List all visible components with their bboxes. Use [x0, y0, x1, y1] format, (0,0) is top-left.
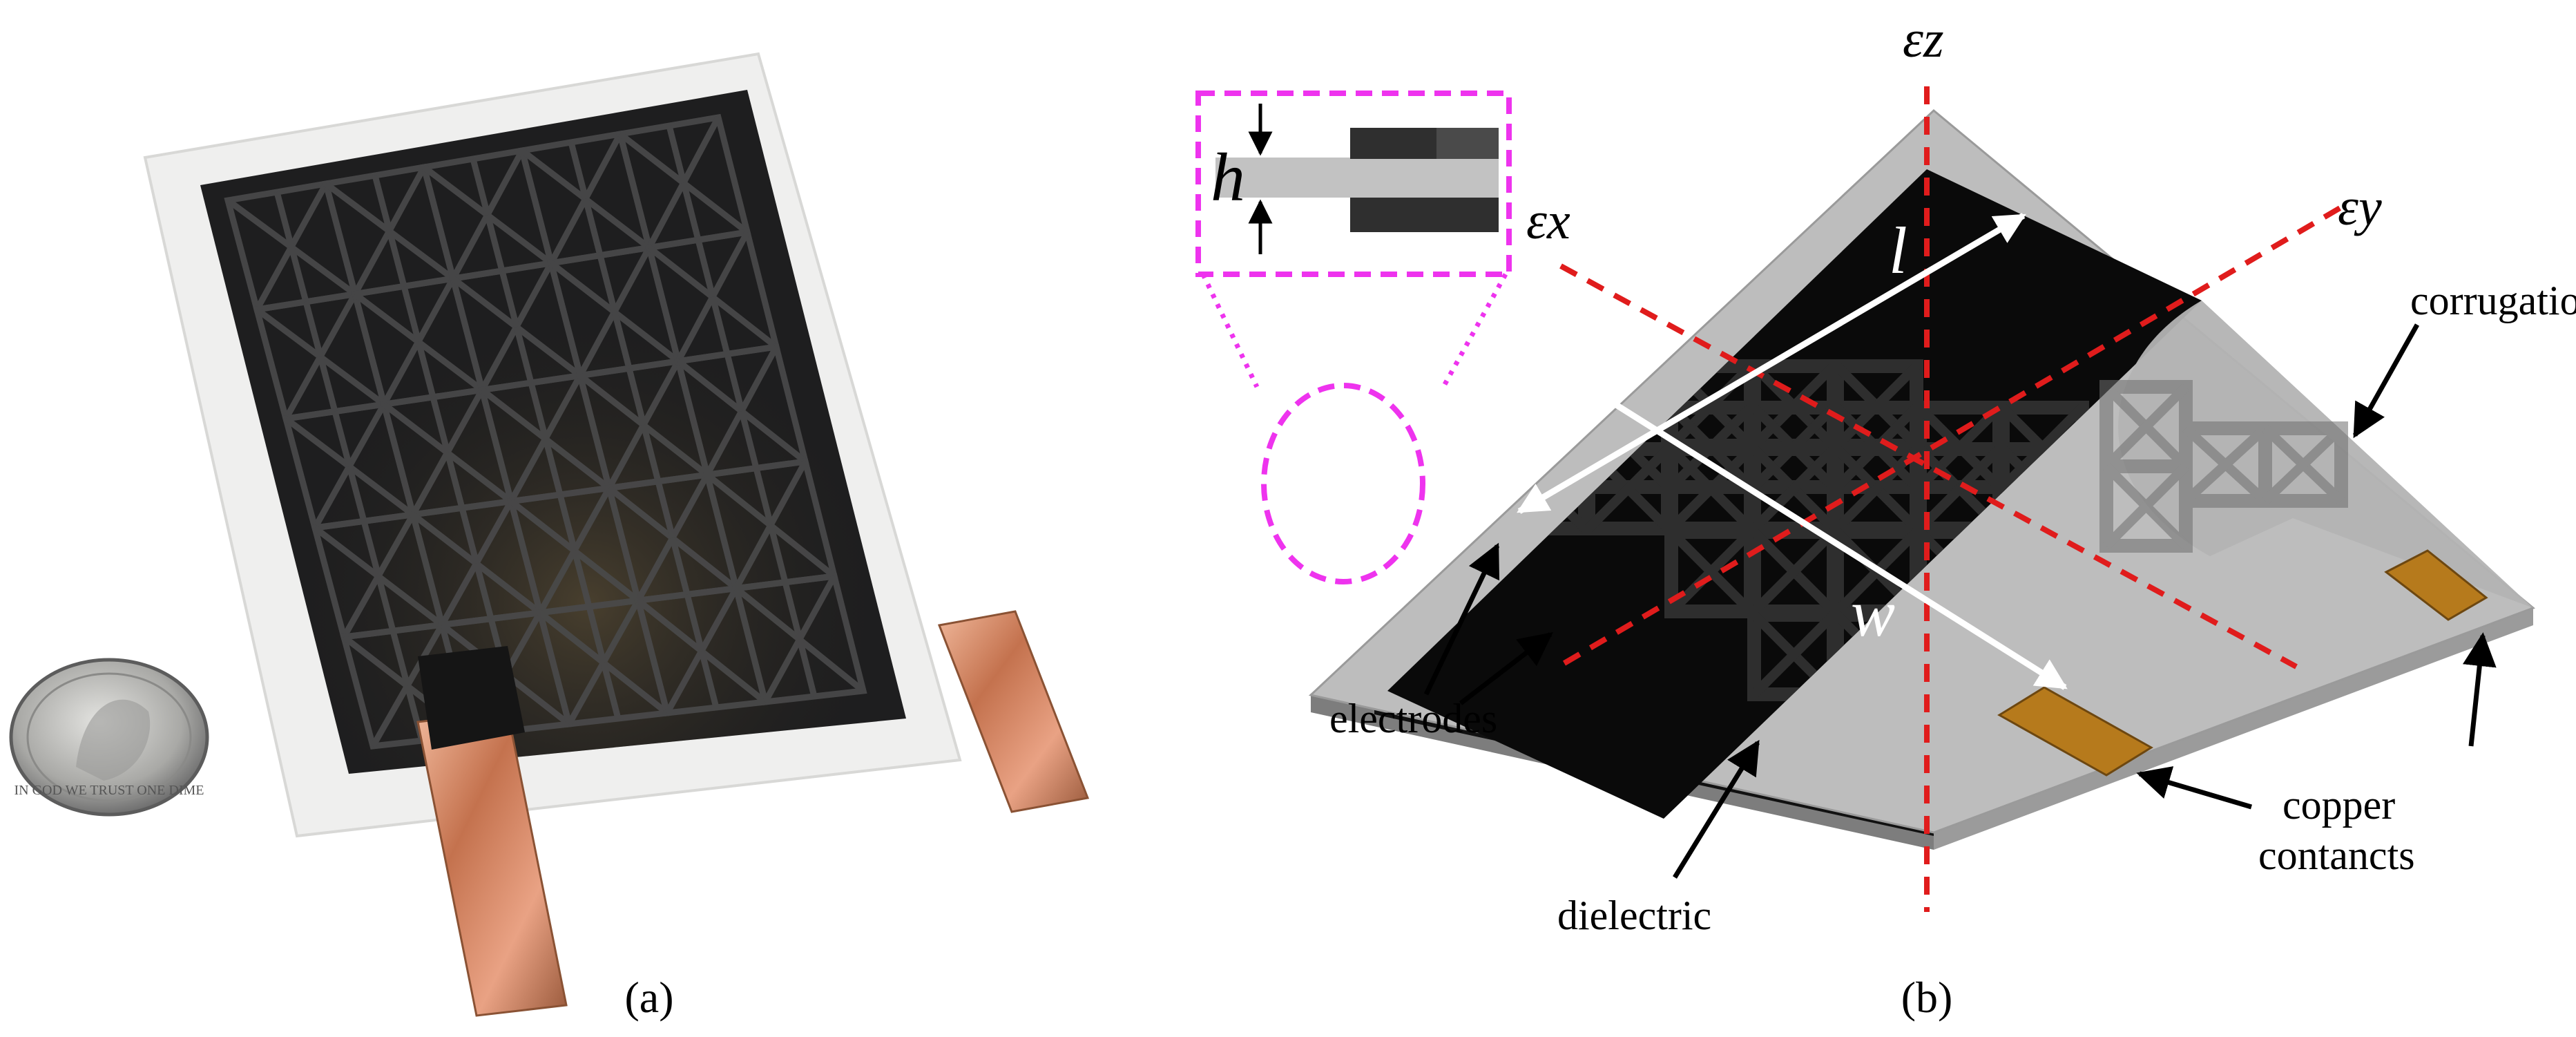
copper-arrow-front — [2136, 766, 2252, 810]
copper-label-line2: contancts — [2258, 833, 2415, 878]
corrugation-pattern — [224, 113, 867, 750]
inset-dielectric — [1215, 158, 1499, 198]
copper-label-line1: copper — [2282, 782, 2395, 828]
coin: IN GOD WE TRUST ONE DIME — [9, 658, 209, 817]
axis-x-label: εx — [1526, 192, 1570, 250]
inset-electrode-bottom — [1350, 198, 1499, 232]
copper-arrow-right — [2462, 632, 2497, 747]
thickness-symbol: h — [1211, 139, 1245, 216]
coin-text: IN GOD WE TRUST ONE DIME — [15, 783, 204, 798]
glue-blob — [418, 646, 525, 750]
dielectric-label: dielectric — [1557, 893, 1711, 938]
copper-contact-front — [1997, 686, 2153, 777]
sensor-photo — [143, 52, 1090, 1017]
electrodes-arrow-bottom — [1459, 632, 1553, 705]
panel-b-caption: (b) — [1901, 973, 1953, 1022]
copper-tab-right — [937, 610, 1090, 813]
electrodes-label: electrodes — [1329, 696, 1497, 741]
cutaway-corrugation — [2099, 380, 2348, 553]
dielectric-side-right — [1934, 608, 2533, 850]
annotation-arrows — [1423, 323, 2497, 879]
dielectric-arrow — [1673, 739, 1760, 879]
cutaway-region — [2118, 301, 2533, 608]
copper-contact-right — [2384, 549, 2488, 621]
width-symbol: w — [1851, 576, 1895, 650]
inset-zoom: h — [1195, 91, 1512, 584]
inset-source-circle — [1261, 383, 1425, 584]
corrugation-arrow — [2352, 323, 2420, 439]
length-symbol: l — [1889, 213, 1907, 287]
axis-y-label: εy — [2338, 178, 2382, 236]
panel-b-diagram: l w εz εx εy h — [1195, 10, 2576, 938]
corrugation-label: corrugation — [2410, 278, 2576, 323]
electrodes-arrow-top — [1423, 542, 1500, 696]
axis-z-label: εz — [1903, 10, 1944, 68]
panel-a-photo: IN GOD WE TRUST ONE DIME — [9, 52, 1090, 1017]
dimension-arrows — [1517, 213, 2068, 690]
panel-a-caption: (a) — [624, 973, 673, 1022]
width-arrow — [1568, 374, 2068, 690]
